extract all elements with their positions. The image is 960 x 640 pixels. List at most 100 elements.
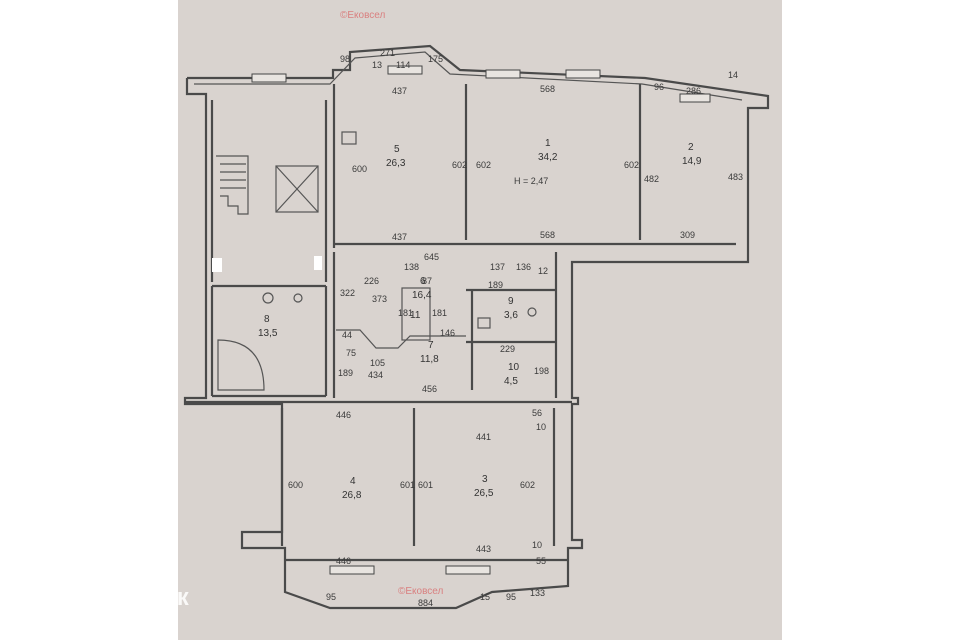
dimension: 483 (728, 172, 743, 182)
room-area: 16,4 (412, 290, 432, 301)
room-number: 4 (350, 476, 356, 487)
dimension: 602 (476, 160, 491, 170)
room-number: 1 (545, 138, 551, 149)
dimension: 136 (516, 262, 531, 272)
sink-icon (262, 292, 274, 304)
room-number: 9 (508, 296, 514, 307)
dimension: 189 (338, 368, 353, 378)
dimension: 87 (422, 276, 432, 286)
dimension: 446 (336, 410, 351, 420)
dimension: 600 (352, 164, 367, 174)
dimension: 602 (520, 480, 535, 490)
dimension: 10 (536, 422, 546, 432)
dimension: 146 (440, 328, 455, 338)
watermark-top: ©Ековсел (340, 10, 386, 21)
dimension: 434 (368, 370, 383, 380)
room-area: 14,9 (682, 156, 702, 167)
dimension: 175 (428, 54, 443, 64)
dimension: 884 (418, 598, 433, 608)
fixtures (217, 131, 537, 391)
ceiling-height: H = 2,47 (514, 176, 548, 186)
dimension: 437 (392, 232, 407, 242)
house-icon (39, 581, 73, 615)
dimension: 114 (396, 60, 410, 70)
dimension: 44 (342, 330, 352, 340)
room-number: 10 (508, 362, 520, 373)
stairwell (212, 155, 322, 272)
toilet-icon (527, 307, 537, 317)
sink-icon (477, 317, 491, 329)
dimension: 14 (728, 70, 738, 80)
dimension: 181 (398, 308, 413, 318)
dimension: 95 (326, 592, 336, 602)
room-area: 34,2 (538, 152, 558, 163)
room-number: 2 (688, 142, 694, 153)
dimension: 56 (532, 408, 542, 418)
watermark-bottom: ©Ековсел (398, 586, 444, 597)
dimension: 133 (530, 588, 545, 598)
dimension: 10 (532, 540, 542, 550)
windows (251, 65, 711, 575)
dimension: 568 (540, 84, 555, 94)
dimension: 55 (536, 556, 546, 566)
dimension: 373 (372, 294, 387, 304)
dimension: 601 (400, 480, 415, 490)
dimension: 602 (624, 160, 639, 170)
room-labels: 1 34,2 2 14,9 3 26,5 4 26,8 5 26,3 6 16,… (258, 138, 702, 501)
dimension: 75 (346, 348, 356, 358)
dimension: 229 (500, 344, 515, 354)
room-number: 6 (420, 276, 426, 287)
room-area: 26,5 (474, 488, 494, 499)
room-area: 3,6 (504, 310, 518, 321)
dimension: 189 (488, 280, 503, 290)
dimension: 446 (336, 556, 351, 566)
bathtub-icon (217, 339, 265, 391)
dimension: 456 (422, 384, 437, 394)
door-marker (212, 258, 222, 272)
outer-walls (183, 44, 770, 610)
dimension: 13 (372, 60, 382, 70)
dimension: 645 (424, 252, 439, 262)
room-area: 11,8 (420, 354, 439, 365)
dimension: 482 (644, 174, 659, 184)
room-number: 8 (264, 314, 270, 325)
room-number: 3 (482, 474, 488, 485)
brand-name: Домклик (82, 584, 190, 611)
room-area: 26,3 (386, 158, 406, 169)
elevator-shaft (275, 165, 319, 213)
brand-logo: Домклик (38, 578, 189, 618)
interior-walls (186, 84, 736, 562)
dimension: 12 (538, 266, 548, 276)
dimension: 437 (392, 86, 407, 96)
dimension-labels: 271 175 98 13 114 437 568 96 286 14 600 … (288, 48, 743, 608)
dimension: 601 (418, 480, 433, 490)
dimension: 568 (540, 230, 555, 240)
dimension: 602 (452, 160, 467, 170)
room-area: 13,5 (258, 328, 278, 339)
dimension: 226 (364, 276, 379, 286)
dimension: 309 (680, 230, 695, 240)
room-area: 4,5 (504, 376, 518, 387)
toilet-icon (293, 293, 303, 303)
dimension: 286 (686, 86, 701, 96)
dimension: 138 (404, 262, 419, 272)
dimension: 322 (340, 288, 355, 298)
dimension: 98 (340, 54, 350, 64)
dimension: 105 (370, 358, 385, 368)
dimension: 198 (534, 366, 549, 376)
door-marker (314, 256, 322, 270)
dimension: 443 (476, 544, 491, 554)
room-area: 26,8 (342, 490, 362, 501)
dimension: 96 (654, 82, 664, 92)
room-number: 5 (394, 144, 400, 155)
dimension: 15 (480, 592, 490, 602)
floor-plan-sheet (178, 0, 782, 640)
room-number: 11 (410, 310, 421, 321)
dimension: 95 (506, 592, 516, 602)
dimension: 137 (490, 262, 505, 272)
room-number: 7 (428, 340, 434, 351)
dimension: 441 (476, 432, 491, 442)
stove-icon (341, 131, 357, 145)
dimension: 600 (288, 480, 303, 490)
